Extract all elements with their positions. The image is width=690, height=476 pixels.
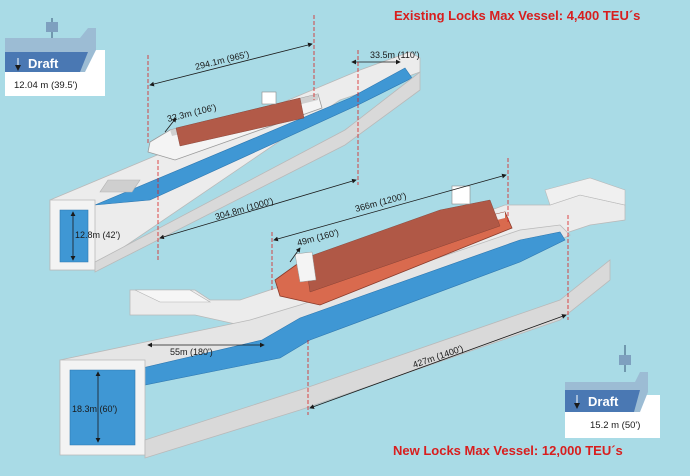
- existing-chamber-depth-label: 12.8m (42'): [75, 230, 120, 240]
- existing-vessel: [147, 91, 323, 161]
- existing-chamber-width-label: 33.5m (110'): [370, 50, 420, 60]
- new-locks-title: New Locks Max Vessel: 12,000 TEU´s: [393, 443, 623, 458]
- draft-inset-existing: Draft 12.04 m (39.5'): [5, 18, 105, 96]
- existing-locks-title: Existing Locks Max Vessel: 4,400 TEU´s: [394, 8, 641, 23]
- new-ship-beam-label: 49m (160'): [296, 227, 340, 248]
- new-chamber-depth-label: 18.3m (60'): [72, 404, 117, 414]
- new-dimensions: [95, 158, 569, 443]
- draft-new-label: Draft: [588, 394, 619, 409]
- draft-existing-value: 12.04 m (39.5'): [14, 80, 78, 91]
- draft-inset-new: Draft 15.2 m (50'): [565, 345, 660, 438]
- draft-existing-label: Draft: [28, 56, 59, 71]
- existing-ship-length-label: 294.1m (965'): [194, 49, 250, 72]
- draft-new-value: 15.2 m (50'): [590, 420, 640, 431]
- new-chamber-width-label: 55m (180'): [170, 347, 213, 357]
